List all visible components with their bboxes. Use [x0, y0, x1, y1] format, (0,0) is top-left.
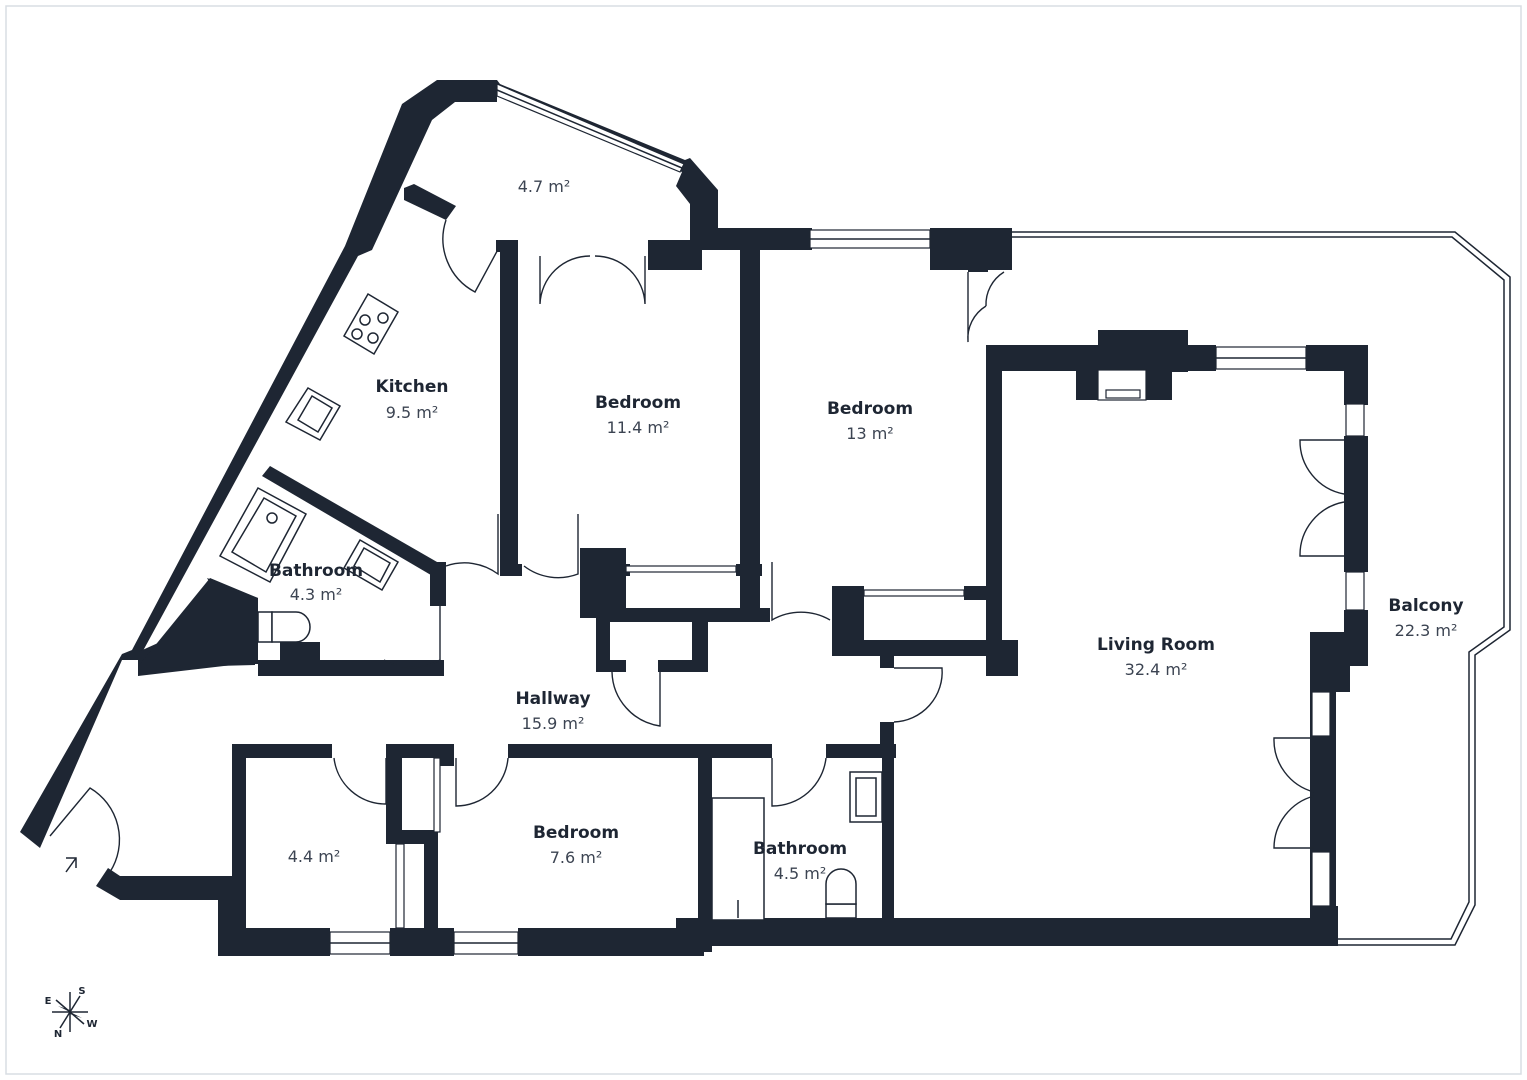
walls [20, 80, 1368, 956]
doors [49, 219, 1345, 873]
compass-n: N [54, 1029, 62, 1040]
balcony-outline [1010, 231, 1511, 946]
fixtures [65, 292, 883, 921]
living-room-area: 32.4 m² [1125, 660, 1188, 679]
room-labels: 4.7 m² Kitchen 9.5 m² Bedroom 11.4 m² Be… [269, 177, 1464, 883]
kitchen-sink-icon [284, 387, 342, 441]
bathroom-sink-icon [342, 538, 400, 592]
bathroom-1-area: 4.3 m² [290, 585, 343, 604]
compass-rose-icon: S E N W [45, 986, 98, 1040]
living-room-name: Living Room [1097, 635, 1215, 655]
stove-icon [342, 292, 400, 356]
windows [329, 83, 1365, 955]
bedroom-3-name: Bedroom [533, 823, 619, 843]
toilet-2-icon [825, 868, 857, 919]
compass-w: W [86, 1019, 97, 1030]
hallway-name: Hallway [515, 689, 590, 709]
hallway-area: 15.9 m² [522, 714, 585, 733]
toilet-icon [257, 611, 311, 643]
bathtub-icon [218, 486, 308, 584]
compass-s: S [78, 986, 85, 997]
storage-area: 4.4 m² [288, 847, 341, 866]
balcony-name: Balcony [1388, 596, 1463, 616]
entrance-arrow-icon [65, 857, 77, 873]
bedroom-2-area: 13 m² [846, 424, 893, 443]
bathroom-2-name: Bathroom [753, 839, 847, 859]
bedroom-3-area: 7.6 m² [550, 848, 603, 867]
bathroom-2-sink-icon [849, 771, 883, 823]
bathroom-1-name: Bathroom [269, 561, 363, 581]
bathroom-2-area: 4.5 m² [774, 864, 827, 883]
bedroom-1-area: 11.4 m² [607, 418, 670, 437]
kitchen-name: Kitchen [376, 377, 449, 397]
page-frame [5, 5, 1522, 1075]
kitchen-area: 9.5 m² [386, 403, 439, 422]
balcony-area: 22.3 m² [1395, 621, 1458, 640]
compass-e: E [45, 996, 52, 1007]
balcony-outline-inner [1010, 236, 1505, 940]
shower-icon [711, 797, 765, 921]
upper-nook-area: 4.7 m² [518, 177, 571, 196]
bedroom-1-name: Bedroom [595, 393, 681, 413]
bedroom-2-name: Bedroom [827, 399, 913, 419]
